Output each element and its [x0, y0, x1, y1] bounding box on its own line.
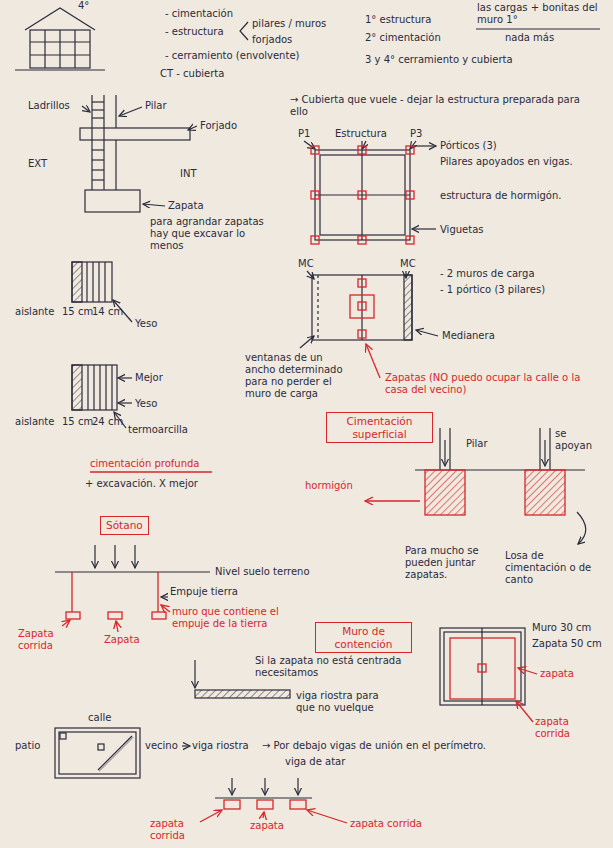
box-text: Sótano — [106, 519, 143, 532]
note-label: estructura de hormigón. — [440, 190, 600, 202]
note-label: Zapata corrida — [18, 628, 68, 652]
note-label: Pilar — [466, 438, 488, 450]
note-label: - 1 pórtico (3 pilares) — [440, 284, 545, 296]
note-label: Pórticos (3) — [440, 140, 497, 152]
boxed-heading: Sótano — [100, 516, 149, 535]
note-label: zapata corrida — [350, 818, 422, 830]
note-label: aislante — [15, 306, 54, 318]
note-label: zapata — [540, 668, 574, 680]
note-label: Estructura — [335, 128, 387, 140]
note-label: Nivel suelo terreno — [215, 566, 310, 578]
note-label: Pilares apoyados en vigas. — [440, 156, 600, 168]
note-label: 24 cm — [92, 416, 123, 428]
note-label: aislante — [15, 416, 54, 428]
note-label: 4° — [78, 0, 89, 12]
note-label: Yeso — [135, 318, 157, 330]
note-label: 15 cm — [62, 416, 93, 428]
note-label: se apoyan — [555, 428, 605, 452]
note-label: viga de atar — [285, 756, 345, 768]
note-label: 15 cm — [62, 306, 93, 318]
note-label: Forjado — [200, 120, 237, 132]
note-label: Empuje tierra — [170, 586, 238, 598]
note-label: Zapata — [104, 634, 140, 646]
note-label: vecino — [145, 740, 178, 752]
note-label: P1 — [298, 128, 310, 140]
note-label: calle — [88, 712, 111, 724]
note-label: 2° cimentación — [365, 32, 441, 44]
note-label: 1° estructura — [365, 14, 431, 26]
note-label: zapata — [250, 820, 284, 832]
note-label: - estructura — [165, 26, 224, 38]
note-label: cimentación profunda — [90, 458, 200, 470]
box-text: Muro de contención — [321, 625, 406, 650]
note-label: Ladrillos — [28, 100, 70, 112]
note-label: viga riostra — [192, 740, 249, 752]
note-label: patio — [15, 740, 40, 752]
note-label: MC — [400, 258, 416, 270]
note-label: Si la zapata no está centrada necesitamo… — [255, 655, 405, 679]
note-label: forjados — [252, 34, 292, 46]
note-label: Mejor — [135, 372, 163, 384]
note-label: CT - cubierta — [160, 68, 224, 80]
note-label: Para mucho se pueden juntar zapatas. — [405, 545, 500, 581]
note-label: INT — [180, 168, 197, 180]
note-label: → Por debajo vigas de unión en el períme… — [262, 740, 486, 752]
note-label: Pilar — [145, 100, 167, 112]
note-label: muro que contiene el empuje de la tierra — [172, 606, 297, 630]
note-label: - cerramiento (envolvente) — [165, 50, 299, 62]
note-label: nada más — [505, 32, 554, 44]
note-label: Viguetas — [440, 224, 484, 236]
note-label: 3 y 4° cerramiento y cubierta — [365, 54, 513, 66]
note-label: zapata corrida — [535, 716, 605, 740]
boxed-heading: Muro de contención — [315, 622, 412, 653]
boxed-heading: Cimentación superficial — [326, 412, 433, 443]
note-label: Losa de cimentación o de canto — [505, 550, 600, 586]
box-text: Cimentación superficial — [332, 415, 427, 440]
note-label: + excavación. X mejor — [85, 478, 198, 490]
note-label: → Cubierta que vuele - dejar la estructu… — [290, 94, 590, 118]
note-label: viga riostra para que no vuelque — [296, 690, 391, 714]
note-label: P3 — [410, 128, 422, 140]
note-label: Medianera — [442, 330, 495, 342]
note-label: pilares / muros — [252, 18, 326, 30]
note-label: ventanas de un ancho determinado para no… — [245, 352, 345, 400]
note-label: termoarcilla — [128, 424, 188, 436]
note-label: Zapata — [168, 200, 204, 212]
note-label: - 2 muros de carga — [440, 268, 535, 280]
note-label: para agrandar zapatas hay que excavar lo… — [150, 216, 280, 252]
note-label: Muro 30 cm — [532, 622, 591, 634]
note-label: EXT — [28, 158, 47, 170]
note-label: zapata corrida — [150, 818, 200, 842]
note-label: Zapatas (NO puedo ocupar la calle o la c… — [385, 372, 585, 396]
note-label: Yeso — [135, 398, 157, 410]
note-label: 14 cm — [92, 306, 123, 318]
note-label: - cimentación — [165, 8, 233, 20]
note-label: las cargas + bonitas del muro 1° — [477, 2, 607, 26]
note-label: hormigón — [305, 480, 353, 492]
note-label: MC — [298, 258, 314, 270]
note-label: Zapata 50 cm — [532, 638, 602, 650]
